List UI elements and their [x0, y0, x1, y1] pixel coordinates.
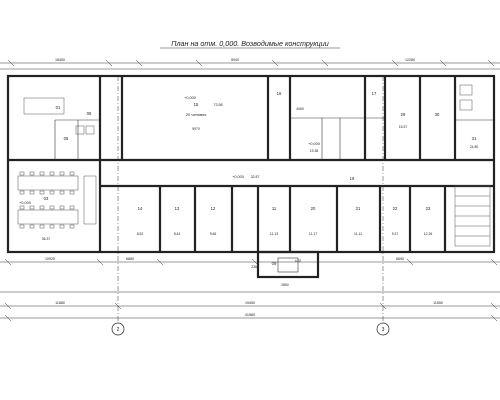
room-area: 9.66	[210, 232, 217, 236]
room-number: 05	[64, 136, 69, 141]
room-number: 22	[393, 206, 398, 211]
room-number: 30	[435, 112, 440, 117]
inner-partitions	[54, 117, 494, 160]
room-area: 36.37	[42, 237, 51, 241]
room-number: 12	[211, 206, 216, 211]
level-mark: +0,000	[184, 96, 196, 100]
room-number: 21	[356, 206, 361, 211]
inner-dim: 2860	[281, 283, 289, 287]
axis-bubble-2	[111, 322, 125, 336]
room-number: 09	[272, 261, 277, 266]
level-mark: +0,000	[19, 201, 31, 205]
entrance-vestibule	[256, 250, 320, 279]
level-mark: +0,000	[232, 175, 244, 179]
bottom-dim-label: 10925	[45, 257, 55, 261]
overall-dimension: 41960	[245, 313, 256, 317]
room-number: 01	[56, 105, 61, 110]
stair	[454, 185, 491, 247]
lower-partitions	[158, 186, 447, 252]
room-number: 17	[372, 91, 377, 96]
chairs	[19, 171, 75, 229]
room-number: 11	[272, 206, 277, 211]
room-area: 9.37	[392, 232, 399, 236]
upper-partitions	[98, 76, 457, 252]
bottom-dim-label: 19450	[245, 301, 255, 305]
top-dim-label: 18450	[55, 58, 65, 62]
room-area: 12.26	[424, 232, 433, 236]
room-area: 73.58	[214, 103, 223, 107]
meeting-tables	[17, 97, 97, 225]
bottom-dim-label: 11650	[433, 301, 443, 305]
toilet-fixtures	[75, 84, 473, 135]
inner-dim: 4.02	[295, 259, 302, 263]
room-number: 31	[472, 136, 477, 141]
room-area: 19.38	[310, 149, 319, 153]
room-number: 14	[138, 206, 143, 211]
top-dim-ticks	[7, 59, 495, 67]
room-area: 11.17	[309, 232, 317, 236]
room-area: 32.87	[251, 175, 260, 179]
axis-label: 2	[117, 327, 120, 333]
level-mark: +0,000	[308, 142, 320, 146]
bottom-dim-label: 6880	[126, 257, 134, 261]
room-number: 23	[426, 206, 431, 211]
inner-dim: 2360	[251, 265, 259, 269]
room-number: 16	[277, 91, 282, 96]
bottom-dim-label: 11880	[55, 301, 65, 305]
room-area: 8.44	[174, 232, 181, 236]
room-number: 20	[311, 206, 316, 211]
plan-title: План на отм. 0,000. Возводимые конструкц…	[171, 39, 329, 48]
inner-dim: 9970	[192, 127, 200, 131]
room-area: 24.80	[470, 145, 479, 149]
top-dim-label: 12280	[405, 58, 415, 62]
top-dim-label: 5940	[231, 58, 239, 62]
room-number: 29	[401, 112, 406, 117]
outer-wall	[6, 74, 496, 254]
room-area: 11.13	[270, 232, 278, 236]
axis-bubble-3	[376, 322, 390, 336]
room-number: 03	[44, 196, 49, 201]
entrance-door	[277, 257, 299, 273]
axis-label: 3	[382, 327, 385, 333]
room-area: 16.57	[399, 125, 408, 129]
bottom-dim-label: 6690	[396, 257, 404, 261]
room-area: 8.52	[137, 232, 144, 236]
inner-dim: 4060	[296, 107, 304, 111]
room-number: 15	[194, 102, 199, 107]
room-number: 19	[350, 176, 355, 181]
room-area: 11.11	[354, 232, 362, 236]
room-number: 08	[87, 111, 92, 116]
room-number: 13	[175, 206, 180, 211]
hall-capacity-note: 20 человек	[186, 112, 207, 117]
